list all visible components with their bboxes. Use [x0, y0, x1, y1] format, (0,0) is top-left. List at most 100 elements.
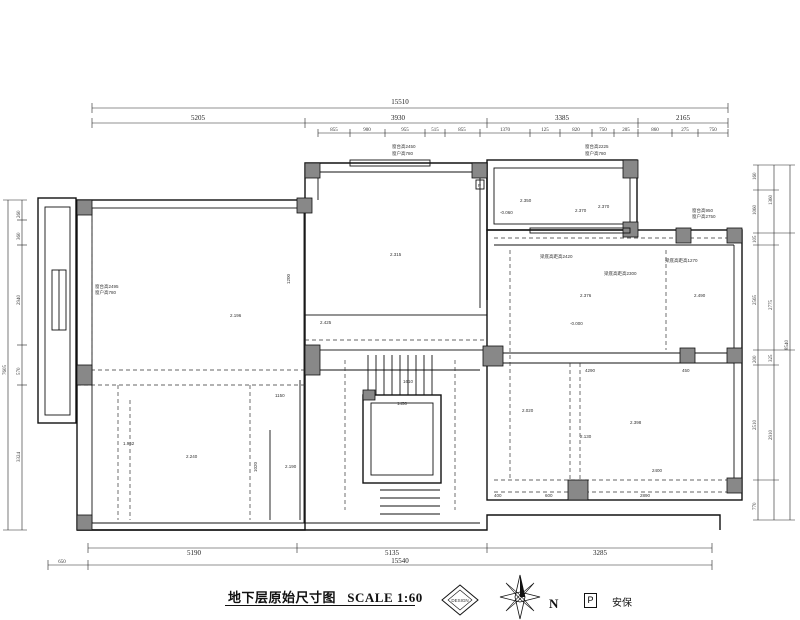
svg-text:860: 860 [651, 128, 659, 133]
window-labels-top: 窗台高2450 窗户高780 窗台高2225 窗户高780 窗台高950 窗户高… [95, 143, 716, 296]
svg-text:4290: 4290 [585, 368, 596, 373]
window-openings [51, 159, 631, 331]
svg-text:400: 400 [494, 493, 502, 498]
svg-text:1450: 1450 [397, 401, 408, 406]
dim-top-total: 15510 [391, 98, 409, 106]
svg-text:450: 450 [682, 368, 690, 373]
structural-columns [76, 159, 743, 531]
svg-text:2940: 2940 [17, 295, 22, 306]
svg-text:P: P [478, 183, 481, 188]
legend-symbol: P [584, 593, 597, 608]
svg-text:2910: 2910 [769, 430, 774, 441]
svg-text:2.196: 2.196 [230, 313, 242, 318]
svg-text:3324: 3324 [17, 452, 22, 463]
svg-text:1200: 1200 [286, 273, 291, 284]
elevation-labels: 2.196 2.315 2.376 2.490 -0.060 2.350 2.3… [123, 198, 706, 469]
right-dimension-chain: 160 1060 105 2565 200 2510 770 1360 2775… [753, 164, 795, 521]
dim-right-total: 8540 [785, 340, 790, 351]
svg-text:窗台高950: 窗台高950 [692, 207, 714, 214]
svg-text:2.190: 2.190 [285, 464, 297, 469]
svg-text:770: 770 [753, 502, 758, 510]
svg-text:515: 515 [431, 128, 439, 133]
svg-text:-0.060: -0.060 [500, 210, 513, 215]
dim-top-r1-2: 3385 [555, 114, 570, 122]
dim-bottom-1: 5135 [385, 549, 400, 557]
svg-text:900: 900 [363, 128, 371, 133]
svg-text:窗户高780: 窗户高780 [585, 150, 607, 157]
svg-text:275: 275 [681, 128, 689, 133]
svg-text:2775: 2775 [769, 300, 774, 311]
svg-text:1.962: 1.962 [123, 441, 135, 446]
svg-text:260: 260 [17, 210, 22, 218]
svg-text:2.315: 2.315 [390, 252, 402, 257]
bottom-dimension-chain: 5190 5135 3285 15540 650 [47, 543, 713, 570]
svg-text:600: 600 [545, 493, 553, 498]
svg-text:1610: 1610 [403, 379, 414, 384]
svg-text:1020: 1020 [253, 461, 258, 472]
svg-text:-0.000: -0.000 [570, 321, 583, 326]
svg-text:7605: 7605 [3, 365, 8, 376]
svg-text:1060: 1060 [753, 205, 758, 216]
svg-text:105: 105 [753, 235, 758, 243]
left-dimension-chain: 260 360 2940 570 7605 3324 [3, 199, 27, 531]
svg-text:2400: 2400 [652, 468, 663, 473]
svg-text:955: 955 [401, 128, 409, 133]
svg-text:2.020: 2.020 [522, 408, 534, 413]
svg-text:2.240: 2.240 [186, 454, 198, 459]
svg-text:1360: 1360 [769, 195, 774, 206]
dim-top-r1-0: 5205 [191, 114, 206, 122]
beam-lines [77, 215, 734, 520]
dim-bottom-2: 3285 [593, 549, 608, 557]
svg-text:2.350: 2.350 [520, 198, 532, 203]
svg-text:窗户高780: 窗户高780 [95, 289, 117, 296]
dim-bottom-total: 15540 [391, 557, 409, 565]
svg-text:窗台高2450: 窗台高2450 [392, 143, 416, 150]
stair-treads [367, 355, 440, 515]
svg-text:125: 125 [541, 128, 549, 133]
svg-text:2890: 2890 [640, 493, 651, 498]
title-underline [225, 605, 415, 606]
svg-text:2565: 2565 [753, 295, 758, 306]
drawing-scale: SCALE 1:60 [347, 590, 423, 605]
svg-text:360: 360 [17, 232, 22, 240]
dim-bottom-left: 650 [58, 560, 66, 565]
svg-text:750: 750 [709, 128, 717, 133]
svg-text:窗户高780: 窗户高780 [392, 150, 414, 157]
svg-text:2.130: 2.130 [580, 434, 592, 439]
svg-text:2.376: 2.376 [580, 293, 592, 298]
logo-text: DESIGN [451, 598, 468, 603]
svg-text:2.370: 2.370 [575, 208, 587, 213]
dim-bottom-0: 5190 [187, 549, 202, 557]
svg-text:梁底高距高2300: 梁底高距高2300 [604, 270, 637, 277]
svg-text:160: 160 [753, 172, 758, 180]
interior-dimensions: 1610 1450 2400 4290 450 1150 400 600 289… [253, 273, 690, 498]
svg-text:梁底高距高1270: 梁底高距高1270 [665, 257, 698, 264]
svg-text:2.398: 2.398 [630, 420, 642, 425]
svg-text:570: 570 [17, 367, 22, 375]
drawing-title-text: 地下层原始尺寸图 [228, 590, 337, 605]
legend-label: 安保 [612, 598, 632, 609]
svg-text:2.425: 2.425 [320, 320, 332, 325]
svg-text:窗户高2750: 窗户高2750 [692, 213, 716, 220]
north-label: N [549, 596, 559, 611]
svg-text:梁底高距高2420: 梁底高距高2420 [540, 253, 573, 260]
design-logo: DESIGN [441, 584, 479, 616]
svg-text:1370: 1370 [500, 128, 511, 133]
svg-text:1150: 1150 [275, 393, 285, 398]
dim-top-r1-3: 2165 [676, 114, 691, 122]
top-dimension-chain: 15510 5205 3930 3385 2165 855 900 955 51… [91, 98, 729, 137]
svg-text:2.370: 2.370 [598, 204, 610, 209]
north-arrow-icon [499, 574, 541, 620]
beam-labels: 梁底高距高2420 梁底高距高2300 梁底高距高1270 [540, 253, 698, 277]
drawing-title: 地下层原始尺寸图 SCALE 1:60 [228, 587, 423, 606]
svg-text:窗台高2495: 窗台高2495 [95, 283, 119, 290]
dim-top-r1-1: 3930 [391, 114, 406, 122]
walls [37, 159, 743, 531]
svg-text:750: 750 [599, 128, 607, 133]
svg-text:855: 855 [458, 128, 466, 133]
svg-text:855: 855 [330, 128, 338, 133]
svg-text:2510: 2510 [753, 420, 758, 431]
svg-text:2.490: 2.490 [694, 293, 706, 298]
svg-text:205: 205 [622, 128, 630, 133]
